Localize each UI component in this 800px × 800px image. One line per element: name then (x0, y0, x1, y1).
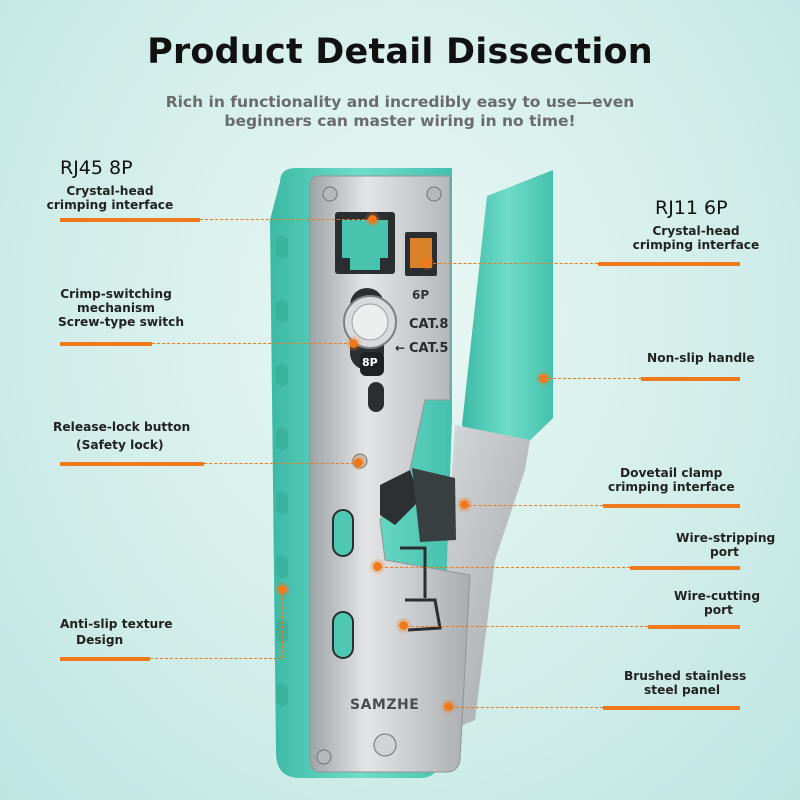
dovetail-leader (468, 505, 603, 506)
wire-cutting-line1: Wire-cutting (674, 589, 761, 603)
crimp-switch-dot (349, 339, 358, 348)
crimp-switch-line3: Screw-type switch (57, 315, 185, 329)
crimp-switch-line1: Crimp-switching (60, 287, 172, 301)
non-slip-handle-leader (548, 378, 641, 379)
non-slip-handle-bar (641, 377, 740, 381)
wire-stripping-dot (373, 562, 382, 571)
rj11-title: RJ11 6P (655, 197, 728, 219)
stripping-cutting-ports (400, 546, 442, 632)
rj45-desc: Crystal-head crimping interface (46, 184, 174, 212)
wire-stripping-leader (380, 567, 630, 568)
release-lock-line2: (Safety lock) (76, 438, 164, 452)
page-title: Product Detail Dissection (147, 32, 653, 72)
rj45-bar (60, 218, 200, 222)
anti-slip-line2: Design (76, 633, 124, 647)
marking-cat5: CAT.5 (409, 341, 449, 356)
right-handle (462, 170, 553, 450)
release-lock-dot (354, 458, 363, 467)
dovetail-line1: Dovetail clamp (620, 466, 723, 480)
release-lock-line1: Release-lock button (53, 420, 191, 434)
dovetail-jaws (380, 468, 456, 542)
anti-slip-vleader (282, 592, 283, 658)
screws (316, 186, 442, 765)
non-slip-handle-dot (539, 374, 548, 383)
brushed-panel-line1: Brushed stainless (624, 669, 747, 683)
dovetail-line2: crimping interface (608, 480, 735, 494)
brand-logo: SAMZHE (350, 697, 420, 713)
crimp-switch-bar (60, 342, 152, 346)
rj11-desc: Crystal-head crimping interface (632, 224, 760, 252)
rj45-cavity (335, 212, 395, 274)
crimp-switch-knob (343, 288, 397, 376)
wire-stripping-line1: Wire-stripping (676, 531, 776, 545)
crimp-switch-leader (152, 343, 352, 344)
anti-slip-dot (278, 585, 287, 594)
anti-slip-bar (60, 657, 150, 661)
dovetail-bar (603, 504, 740, 508)
non-slip-handle-label: Non-slip handle (647, 351, 755, 365)
release-lock-leader (204, 463, 354, 464)
brushed-panel-dot (444, 702, 453, 711)
release-lock-slot (368, 382, 384, 412)
marking-cat8: CAT.8 (409, 317, 449, 332)
brushed-panel-leader (451, 707, 603, 708)
anti-slip-line1: Anti-slip texture (60, 617, 173, 631)
rj45-title: RJ45 8P (60, 157, 133, 179)
dovetail-dot (460, 500, 469, 509)
brushed-panel-bar (603, 706, 740, 710)
rj11-dot (422, 258, 431, 267)
rj45-leader (200, 219, 370, 220)
rj11-bar (598, 262, 740, 266)
wire-stripping-bar (630, 566, 740, 570)
release-lock-bar (60, 462, 204, 466)
wire-cutting-line2: port (704, 603, 733, 617)
marking-8p-badge: 8P (362, 356, 378, 369)
anti-slip-leader (150, 658, 282, 659)
marking-arrow: ← (395, 341, 406, 355)
grip-ridges (276, 236, 288, 706)
crimp-switch-line2: mechanism (77, 301, 155, 315)
wire-cutting-dot (399, 621, 408, 630)
rj45-dot (368, 215, 377, 224)
page-subtitle: Rich in functionality and incredibly eas… (165, 93, 635, 130)
wire-cutting-leader (406, 626, 648, 627)
brushed-panel-line2: steel panel (644, 683, 721, 697)
rj11-cavity (405, 232, 437, 276)
wire-stripping-line2: port (710, 545, 739, 559)
rj11-leader (428, 263, 598, 264)
wire-cutting-bar (648, 625, 740, 629)
marking-6p: 6P (412, 288, 430, 302)
